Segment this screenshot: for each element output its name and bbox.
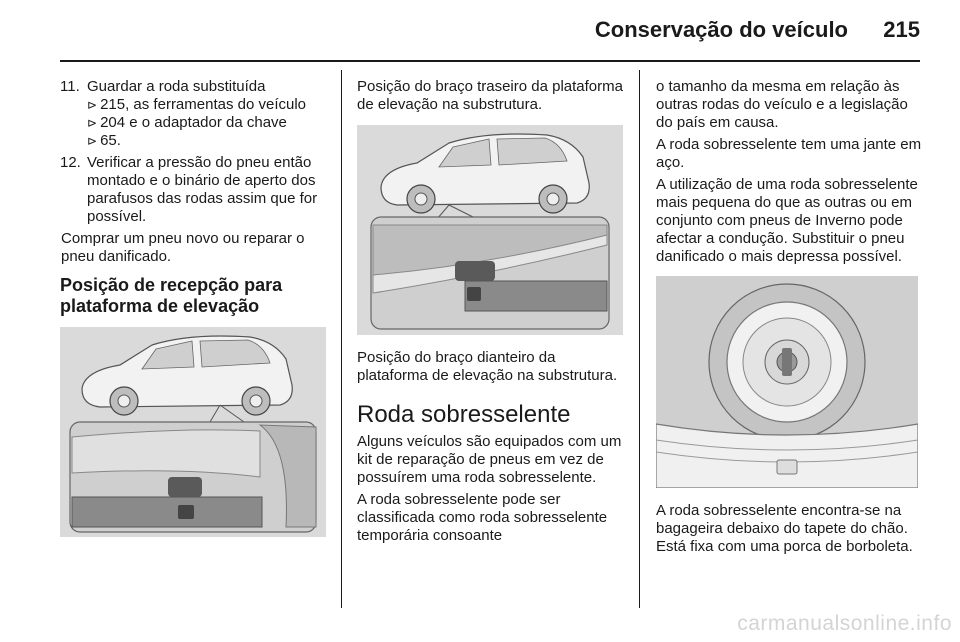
list-item: 12. Verificar a pressão do pneu então mo… [60,154,326,226]
spare-wheel-illustration [656,276,918,488]
watermark: carmanualsonline.info [737,612,952,635]
paragraph: Comprar um pneu novo ou reparar o pneu d… [61,230,305,265]
paragraph: A roda sobresselente pode ser classifica… [357,491,608,544]
arrow-right-icon: ⊳ [87,98,98,112]
header-divider [60,60,920,62]
figure-caption: Posição do braço dianteiro da plataforma… [357,349,618,384]
list-text: Guardar a roda substituída [87,78,266,95]
list-number: 12. [60,154,81,171]
section-heading: Roda sobresselente [357,401,571,428]
list-number: 11. [60,78,80,95]
subheading: Posição de recepção para plataforma de e… [60,275,283,316]
paragraph: A utilização de uma roda sobresselente m… [656,176,918,265]
reference-text: 65. [100,132,121,149]
column-3: o tamanho da mesma em relação às outras … [656,78,924,560]
cross-reference[interactable]: ⊳204 e o adaptador da chave [87,114,326,132]
arrow-right-icon: ⊳ [87,134,98,148]
arrow-right-icon: ⊳ [87,116,98,130]
cross-reference[interactable]: ⊳215, as ferramentas do veículo [87,96,326,114]
column-divider [639,70,640,608]
column-2: Posição do braço traseiro da plataforma … [357,78,623,549]
car-lift-illustration [60,327,326,537]
page-number: 215 [883,17,920,42]
list-text: Verificar a pressão do pneu então montad… [87,154,318,225]
list-item: 11. Guardar a roda substituída ⊳215, as … [60,78,326,150]
cross-reference[interactable]: ⊳65. [87,132,326,150]
figure-rear-lift-point [357,125,623,335]
figure-caption: Posição do braço traseiro da plataforma … [357,78,623,113]
paragraph: Alguns veículos são equipados com um kit… [357,433,622,486]
column-divider [341,70,342,608]
paragraph: A roda sobresselente encontra-se na baga… [656,502,913,555]
column-1: 11. Guardar a roda substituída ⊳215, as … [60,78,326,537]
figure-lift-point-overview [60,327,326,537]
reference-text: 215, as ferramentas do veículo [100,96,307,113]
page-title: Conservação do veículo [594,17,848,42]
figure-spare-wheel [656,276,918,488]
page-header: Conservação do veículo 215 [60,0,920,62]
paragraph: A roda sobresselente tem uma jante em aç… [656,136,922,171]
paragraph: o tamanho da mesma em relação às outras … [656,78,908,131]
reference-text: 204 e o adaptador da chave [100,114,287,131]
car-rear-lift-illustration [357,125,623,335]
